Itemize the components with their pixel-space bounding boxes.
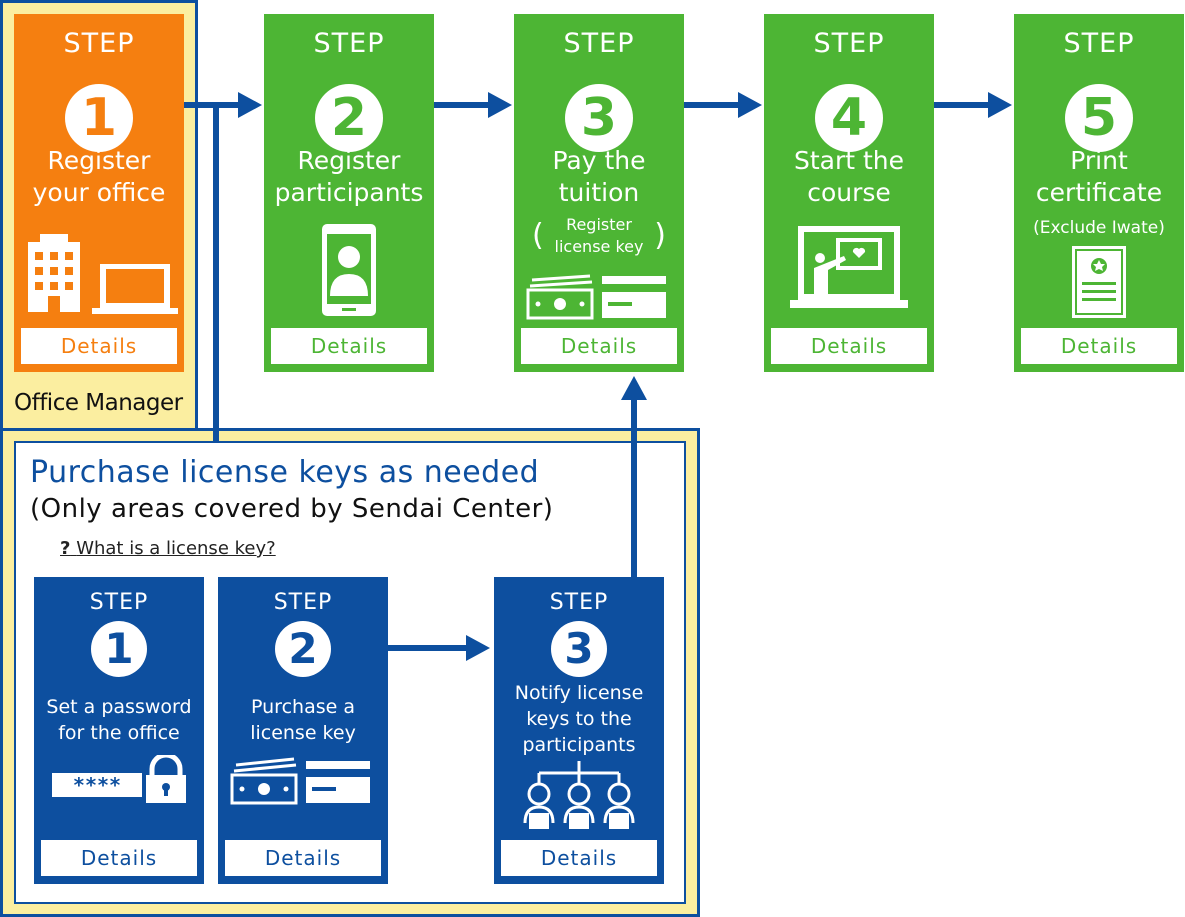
step-number: 5 xyxy=(1065,84,1133,152)
step-label: STEP xyxy=(273,590,333,615)
certificate-icon xyxy=(1014,244,1184,324)
step-3-details-button[interactable]: Details xyxy=(521,328,677,364)
step-number: 1 xyxy=(91,621,147,677)
step-label: STEP xyxy=(563,28,635,59)
password-lock-icon: **** xyxy=(34,752,204,811)
arrowhead xyxy=(988,92,1012,118)
step-number: 2 xyxy=(275,621,331,677)
step-number: 3 xyxy=(551,621,607,677)
step-label: STEP xyxy=(89,590,149,615)
step-label: STEP xyxy=(549,590,609,615)
license-step-3-details-button[interactable]: Details xyxy=(501,840,657,876)
step-label: STEP xyxy=(313,28,385,59)
faq-link-label: What is a license key? xyxy=(76,538,276,559)
step-number: 2 xyxy=(315,84,383,152)
building-laptop-icon xyxy=(14,230,184,324)
arrowhead xyxy=(238,92,262,118)
arrowhead xyxy=(466,635,490,661)
purchase-title: Purchase license keys as needed xyxy=(30,455,540,490)
laptop-lecture-icon xyxy=(764,222,934,322)
svg-text:****: **** xyxy=(73,773,121,797)
arrowhead xyxy=(738,92,762,118)
step-1-details-button[interactable]: Details xyxy=(21,328,177,364)
participants-tree-icon xyxy=(494,761,664,837)
step-number: 1 xyxy=(65,84,133,152)
step-2-details-button[interactable]: Details xyxy=(271,328,427,364)
arrowhead xyxy=(488,92,512,118)
arrowhead xyxy=(621,376,647,400)
money-card-icon xyxy=(514,270,684,326)
step-4-details-button[interactable]: Details xyxy=(771,328,927,364)
office-manager-outline xyxy=(0,0,198,430)
step-label: STEP xyxy=(1063,28,1135,59)
step-note: ( Register license key ) xyxy=(532,215,666,256)
purchase-subtitle: (Only areas covered by Sendai Center) xyxy=(30,494,554,524)
license-key-faq-link[interactable]: ? What is a license key? xyxy=(60,538,276,559)
step-number: 3 xyxy=(565,84,633,152)
money-card-icon xyxy=(218,753,388,813)
smartphone-person-icon xyxy=(264,222,434,322)
step-note: (Exclude Iwate) xyxy=(1033,218,1165,238)
step-number: 4 xyxy=(815,84,883,152)
step-5-details-button[interactable]: Details xyxy=(1021,328,1177,364)
license-step-1-details-button[interactable]: Details xyxy=(41,840,197,876)
step-label: STEP xyxy=(63,28,135,59)
step-label: STEP xyxy=(813,28,885,59)
question-mark-icon: ? xyxy=(60,538,71,559)
license-step-2-details-button[interactable]: Details xyxy=(225,840,381,876)
office-manager-label: Office Manager xyxy=(14,390,183,416)
